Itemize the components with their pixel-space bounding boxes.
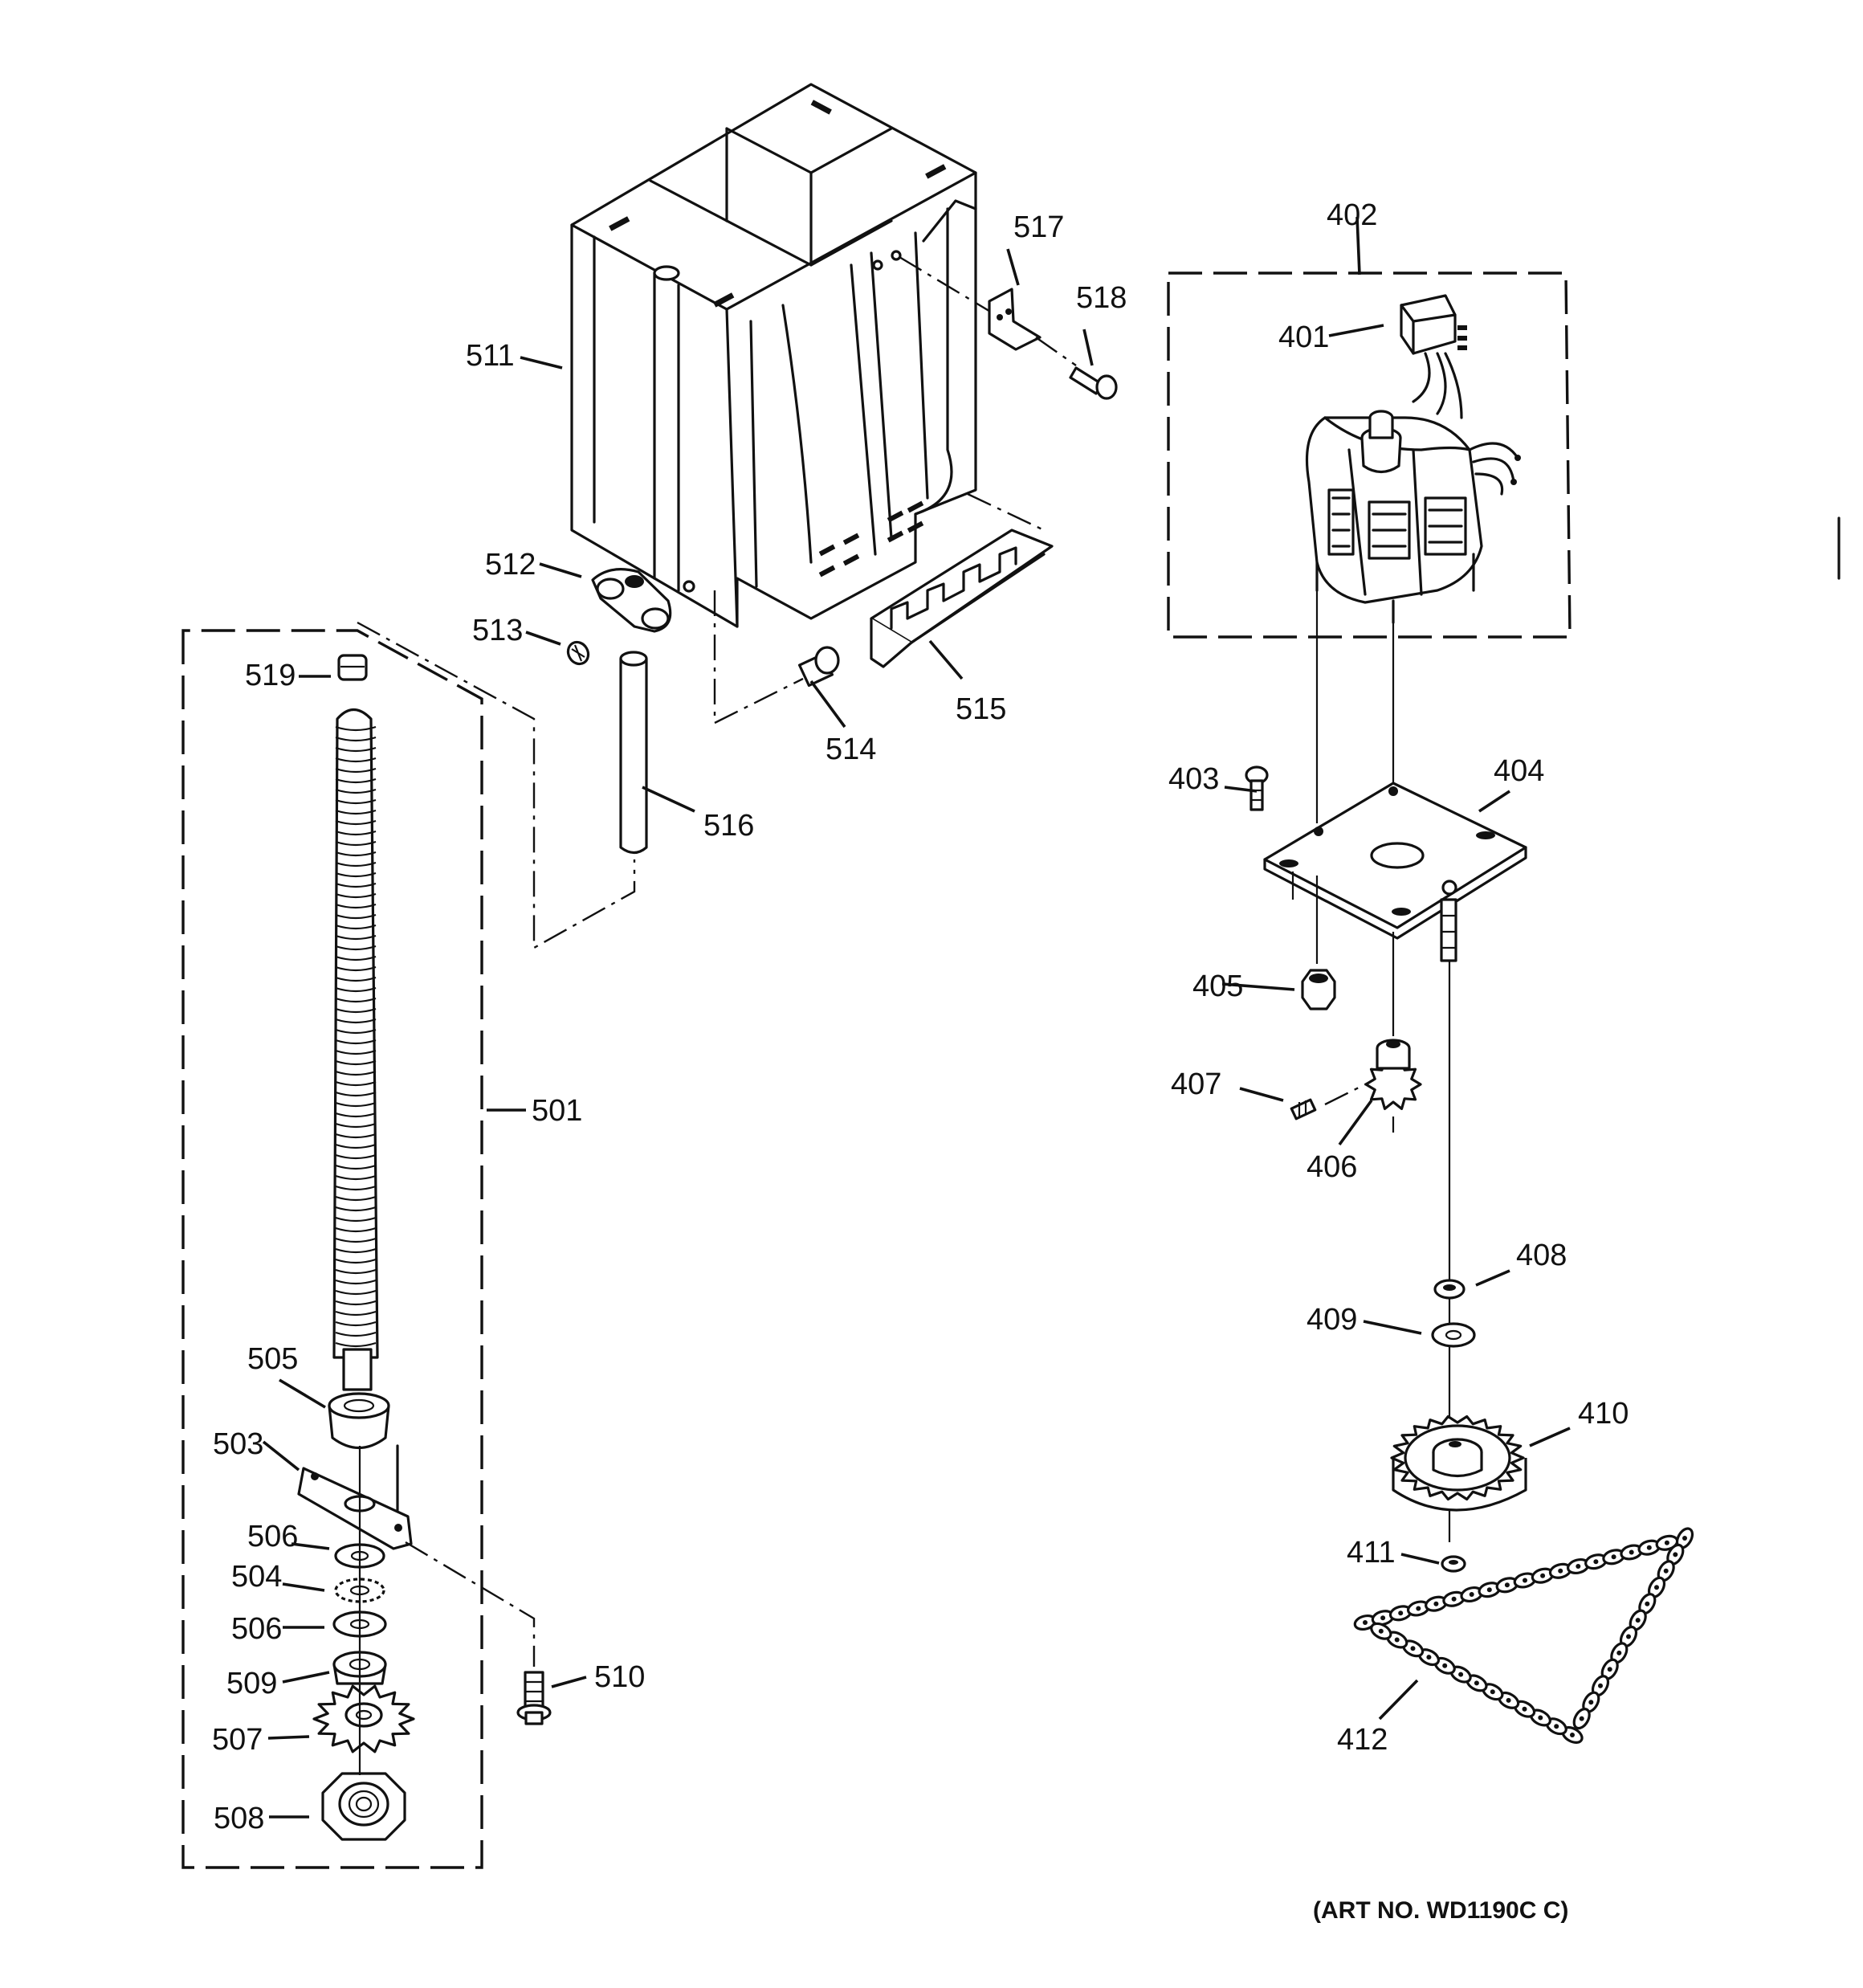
part-410-sprocket: [1390, 1414, 1527, 1512]
part-408-washer: [1433, 1279, 1466, 1300]
callout-404: 404: [1494, 754, 1544, 788]
part-512-link: [591, 568, 672, 633]
art-number: (ART NO. WD1190C C): [1313, 1897, 1568, 1924]
callout-518: 518: [1076, 281, 1127, 315]
callout-511: 511: [466, 339, 515, 373]
callout-412: 412: [1337, 1723, 1388, 1757]
part-403-screw: [1245, 765, 1269, 811]
callout-408: 408: [1516, 1239, 1567, 1272]
part-511-housing: [570, 83, 977, 628]
callout-519: 519: [245, 659, 296, 692]
callout-501: 501: [532, 1094, 582, 1128]
callout-401: 401: [1278, 320, 1329, 354]
motor: [1305, 410, 1521, 624]
part-401-switch: [1400, 294, 1467, 419]
motor-group-402: [1167, 271, 1572, 823]
part-404-plate: [1263, 782, 1527, 940]
part-518-screw: [1069, 366, 1118, 400]
callout-406: 406: [1307, 1150, 1357, 1184]
part-515-channel: [870, 529, 1054, 668]
part-514-screw: [797, 646, 840, 688]
screw-assembly-group-501: [181, 621, 636, 1869]
part-407-set-screw: [1290, 1098, 1317, 1121]
callout-407: 407: [1171, 1067, 1221, 1101]
part-409-washer: [1431, 1322, 1476, 1348]
callout-513: 513: [472, 614, 523, 647]
callout-402: 402: [1327, 198, 1377, 232]
part-405-nut: [1301, 969, 1336, 1010]
callout-403: 403: [1168, 762, 1219, 796]
part-519-cap: [337, 654, 368, 681]
callout-410: 410: [1578, 1397, 1629, 1431]
part-510-screw: [516, 1671, 552, 1725]
callout-506-top: 506: [247, 1520, 298, 1553]
callout-515: 515: [956, 692, 1006, 726]
drive-screw-shaft: [332, 708, 379, 1391]
part-507-sprocket: [312, 1684, 415, 1753]
part-411-e-ring: [1441, 1555, 1466, 1573]
callout-508: 508: [214, 1802, 264, 1835]
callout-405: 405: [1192, 970, 1243, 1003]
part-508-nut: [321, 1772, 406, 1841]
callout-labels: 511 512 513 519 516 514 515 517 518 501 …: [212, 198, 1629, 1924]
callout-510: 510: [594, 1660, 645, 1694]
callout-509: 509: [226, 1667, 277, 1700]
callout-505: 505: [247, 1342, 298, 1376]
part-412-chain: [1353, 1527, 1694, 1744]
callout-503: 503: [213, 1427, 263, 1461]
callout-507: 507: [212, 1723, 263, 1757]
part-503-plate: [297, 1444, 413, 1550]
callout-409: 409: [1307, 1303, 1357, 1337]
callout-506-bottom: 506: [231, 1612, 282, 1646]
callout-leaders: [262, 216, 1571, 1819]
callout-504: 504: [231, 1560, 282, 1594]
part-516-pin: [619, 651, 648, 855]
callout-516: 516: [703, 809, 754, 843]
part-406-pinion: [1364, 1039, 1422, 1133]
part-513-washer: [566, 640, 590, 666]
part-517-bracket: [988, 288, 1042, 351]
callout-514: 514: [826, 733, 876, 766]
part-505-bearing: [328, 1392, 390, 1449]
callout-411: 411: [1347, 1536, 1396, 1570]
callout-517: 517: [1013, 210, 1064, 244]
callout-512: 512: [485, 548, 536, 582]
